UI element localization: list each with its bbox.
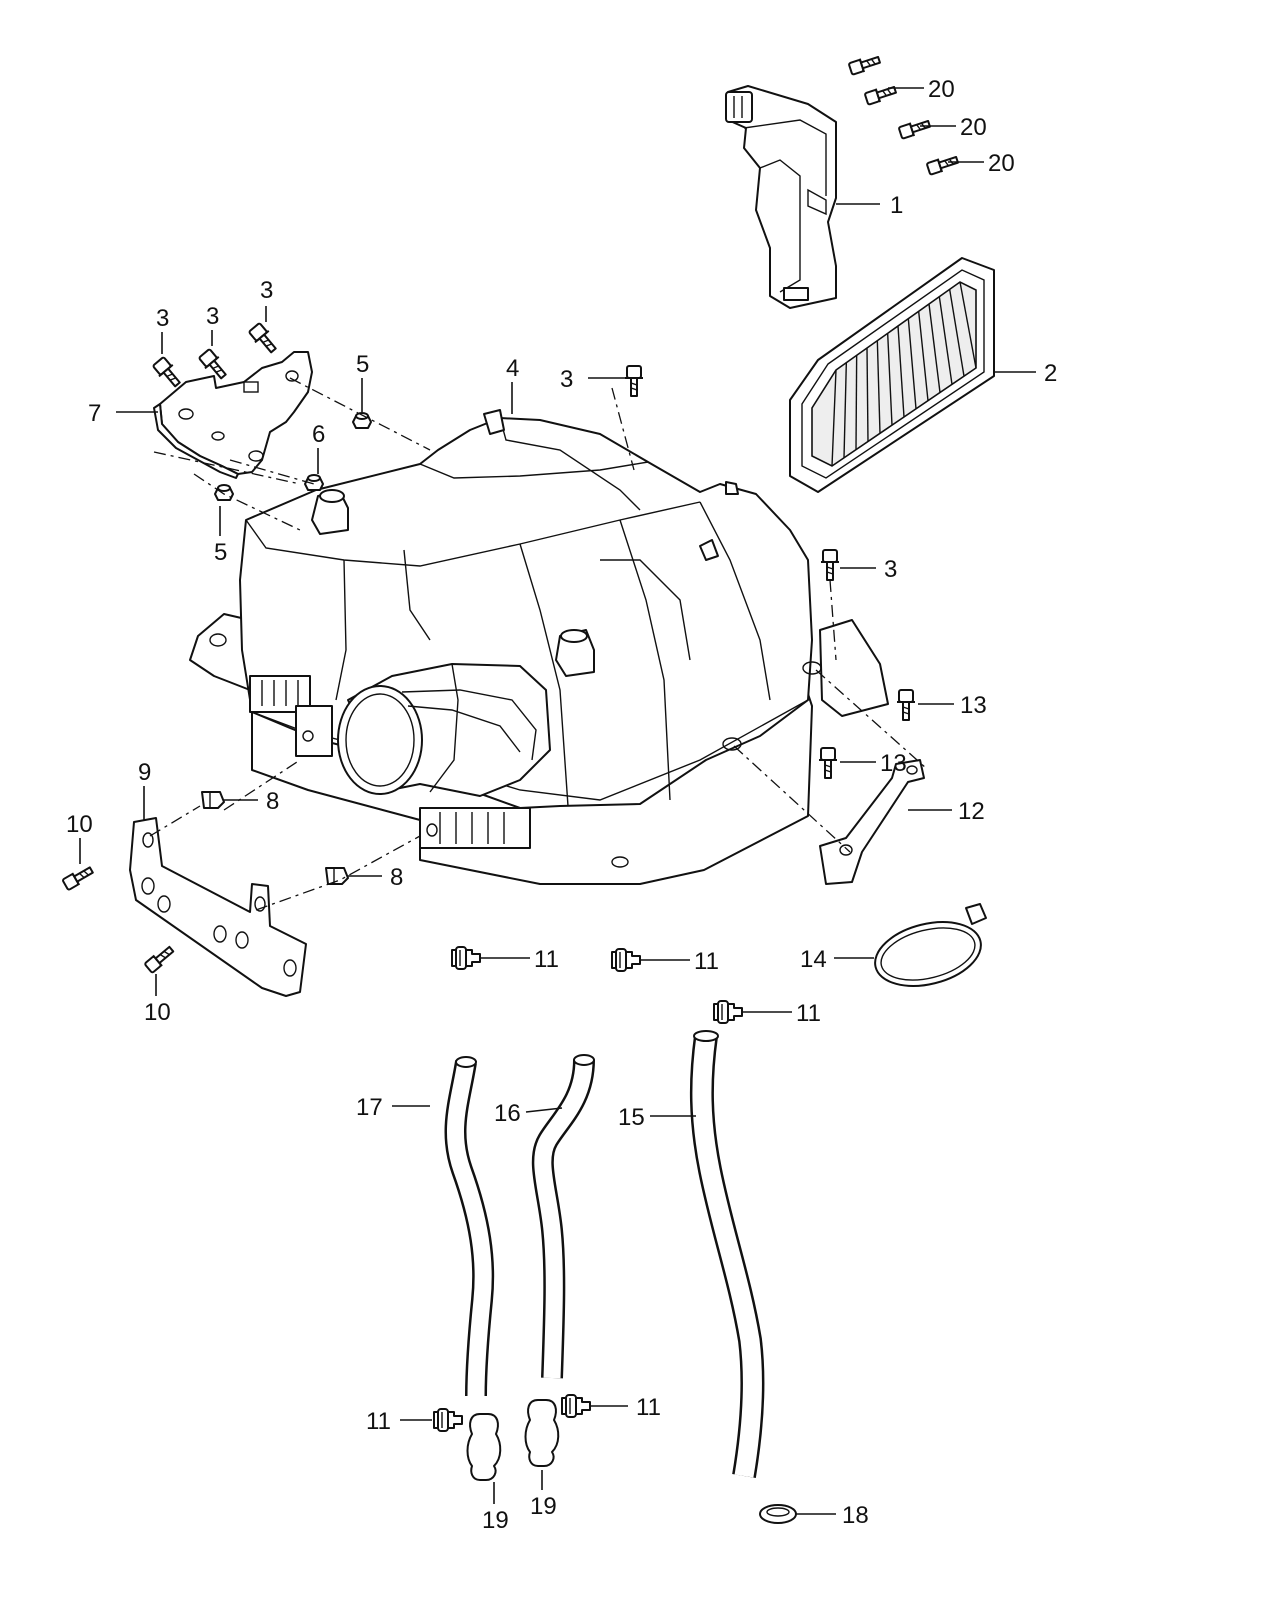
air-filter-element-part-2 (789, 257, 995, 493)
callout-20-c: 20 (988, 150, 1015, 177)
fasteners (60, 52, 961, 1432)
callout-11-a: 11 (534, 946, 559, 973)
callout-17: 17 (356, 1094, 383, 1121)
filter-pleat (928, 303, 941, 393)
callout-11-b: 11 (694, 948, 719, 975)
callout-20-a: 20 (928, 76, 955, 103)
callout-7: 7 (88, 400, 101, 427)
callout-9: 9 (138, 759, 151, 786)
callout-18: 18 (842, 1502, 869, 1529)
callout-3-a: 3 (156, 305, 169, 332)
filter-pleat (886, 333, 893, 426)
filter-pleat (938, 296, 953, 385)
callout-10-b: 10 (144, 999, 171, 1026)
callout-8-a: 8 (266, 788, 279, 815)
callout-5-a: 5 (356, 351, 369, 378)
filter-pleat (855, 355, 858, 450)
filter-pleat (917, 311, 929, 401)
callout-3-d: 3 (560, 366, 573, 393)
hose-part-15 (689, 1030, 765, 1478)
filter-pleat (876, 340, 881, 434)
callout-13-a: 13 (960, 692, 987, 719)
callout-15: 15 (618, 1104, 645, 1131)
callout-12: 12 (958, 798, 985, 825)
callout-3-e: 3 (884, 556, 897, 583)
filter-pleat (948, 289, 965, 377)
callout-19-b: 19 (530, 1493, 557, 1520)
callout-14: 14 (800, 946, 827, 973)
callout-3-c: 3 (260, 277, 273, 304)
callout-6: 6 (312, 421, 325, 448)
callout-3-b: 3 (206, 303, 219, 330)
leader-lines (79, 87, 1036, 1515)
callout-11-e: 11 (636, 1394, 661, 1421)
bracket-part-12 (819, 759, 925, 885)
callout-20-b: 20 (960, 114, 987, 141)
callout-numbers: 20 20 20 1 2 3 3 3 3 3 4 5 5 6 7 8 8 9 1… (66, 76, 1057, 1534)
callout-4: 4 (506, 355, 519, 382)
callout-16: 16 (494, 1100, 521, 1127)
air-cleaner-housing-part-4 (189, 409, 889, 885)
grommet-part-19 (466, 1399, 560, 1481)
intake-duct-part-1 (725, 85, 837, 309)
callout-11-d: 11 (366, 1408, 391, 1435)
callout-5-b: 5 (214, 539, 227, 566)
filter-pleat (959, 281, 977, 369)
cover-bracket-part-7 (153, 351, 313, 479)
filter-pleat (897, 325, 905, 418)
callout-10-a: 10 (66, 811, 93, 838)
breather-hose-part-17 (444, 1056, 495, 1397)
callout-1: 1 (890, 192, 903, 219)
filter-pleat (866, 347, 869, 442)
hose-clamp-part-14 (874, 903, 987, 987)
callout-13-b: 13 (880, 750, 907, 777)
filter-pleat (907, 318, 917, 409)
bracket-part-9 (129, 817, 307, 997)
callout-11-c: 11 (796, 1000, 821, 1027)
breather-hose-part-16 (531, 1054, 595, 1379)
callout-8-b: 8 (390, 864, 403, 891)
assembly-centerlines (149, 377, 927, 911)
callout-19-a: 19 (482, 1507, 509, 1534)
callout-2: 2 (1044, 360, 1057, 387)
clip-part-18 (759, 1504, 797, 1524)
filter-pleat (831, 369, 837, 467)
filter-pleat (843, 362, 848, 458)
